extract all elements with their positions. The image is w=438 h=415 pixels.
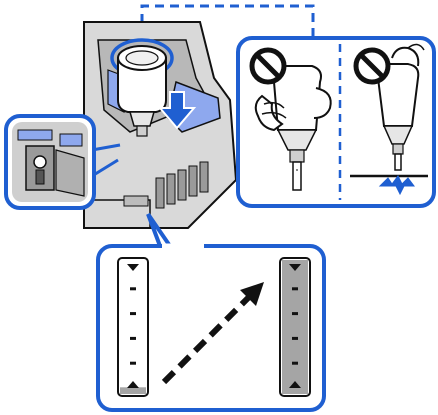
gauge-tick <box>130 336 136 340</box>
gauge-tick <box>292 312 298 316</box>
gauge-tick <box>292 361 298 365</box>
no-squeeze-bottle-icon <box>249 47 287 85</box>
ink-level-callout <box>96 212 326 412</box>
no-tap-bottle-icon <box>353 47 391 85</box>
gauge-tick <box>130 312 136 316</box>
diagonal-dashed-arrow-icon <box>161 282 264 385</box>
tap-bottle-scene <box>350 43 428 196</box>
ink-bottle-on-tank <box>110 38 174 137</box>
gauge-tick <box>292 336 298 340</box>
down-arrow-icon <box>157 91 197 130</box>
ink-fill-after <box>282 260 308 394</box>
gauge-tick <box>130 287 136 291</box>
impact-burst-icon <box>378 175 415 196</box>
squeeze-bottle-scene <box>254 65 332 191</box>
tank-gauge-after <box>279 257 311 397</box>
tank-window-strips <box>155 161 209 209</box>
tank-gauge-before <box>117 257 149 397</box>
ink-fill-before <box>120 387 146 394</box>
gauge-tick <box>292 287 298 291</box>
tank-port-closeup <box>4 114 121 210</box>
gauge-tick <box>130 361 136 365</box>
prohibition-panel <box>236 36 436 208</box>
